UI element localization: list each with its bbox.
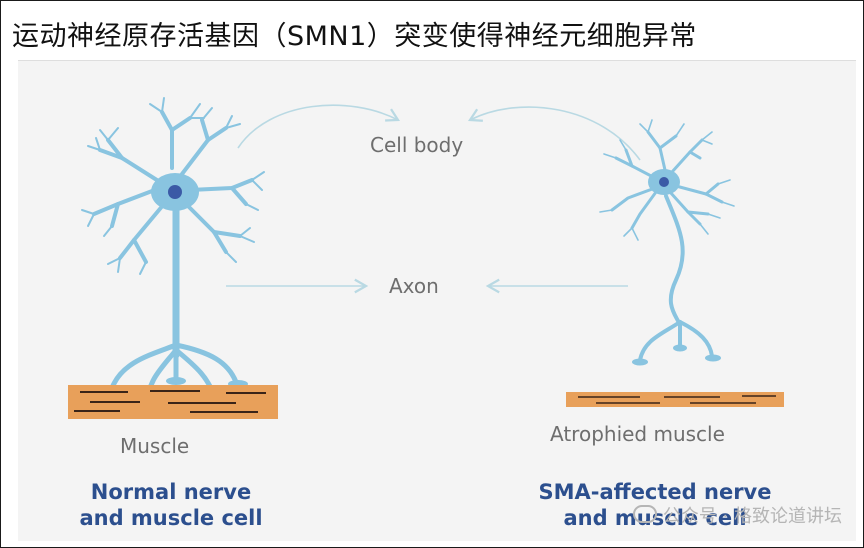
watermark-text: 公众号 · 格致论道讲坛 <box>662 506 842 527</box>
atrophied-muscle-label: Atrophied muscle <box>550 422 725 446</box>
illustration-panel <box>18 60 856 541</box>
normal-caption-line1: Normal nerve <box>90 480 252 504</box>
sma-caption-line1: SMA-affected nerve <box>538 480 772 504</box>
sma-terminals <box>632 344 721 366</box>
normal-soma <box>151 173 199 211</box>
cell-body-arrow-left <box>237 104 401 149</box>
normal-caption-line2: and muscle cell <box>79 506 263 530</box>
sma-neuron <box>599 119 735 362</box>
cell-body-label: Cell body <box>370 133 464 157</box>
muscle-label: Muscle <box>120 434 190 458</box>
normal-neuron <box>81 97 265 407</box>
normal-muscle <box>68 385 278 419</box>
atrophied-muscle <box>566 392 784 407</box>
axon-label: Axon <box>389 274 439 298</box>
figure-title: 运动神经原存活基因（SMN1）突变使得神经元细胞异常 <box>12 21 697 52</box>
normal-caption: Normal nerve and muscle cell <box>46 479 296 531</box>
watermark: 公众号 · 格致论道讲坛 <box>632 502 842 528</box>
sma-nucleus <box>659 177 669 187</box>
wechat-icon <box>632 505 657 523</box>
sma-soma <box>648 169 680 195</box>
cell-body-arrow-right <box>467 106 641 161</box>
normal-nucleus <box>168 185 182 199</box>
